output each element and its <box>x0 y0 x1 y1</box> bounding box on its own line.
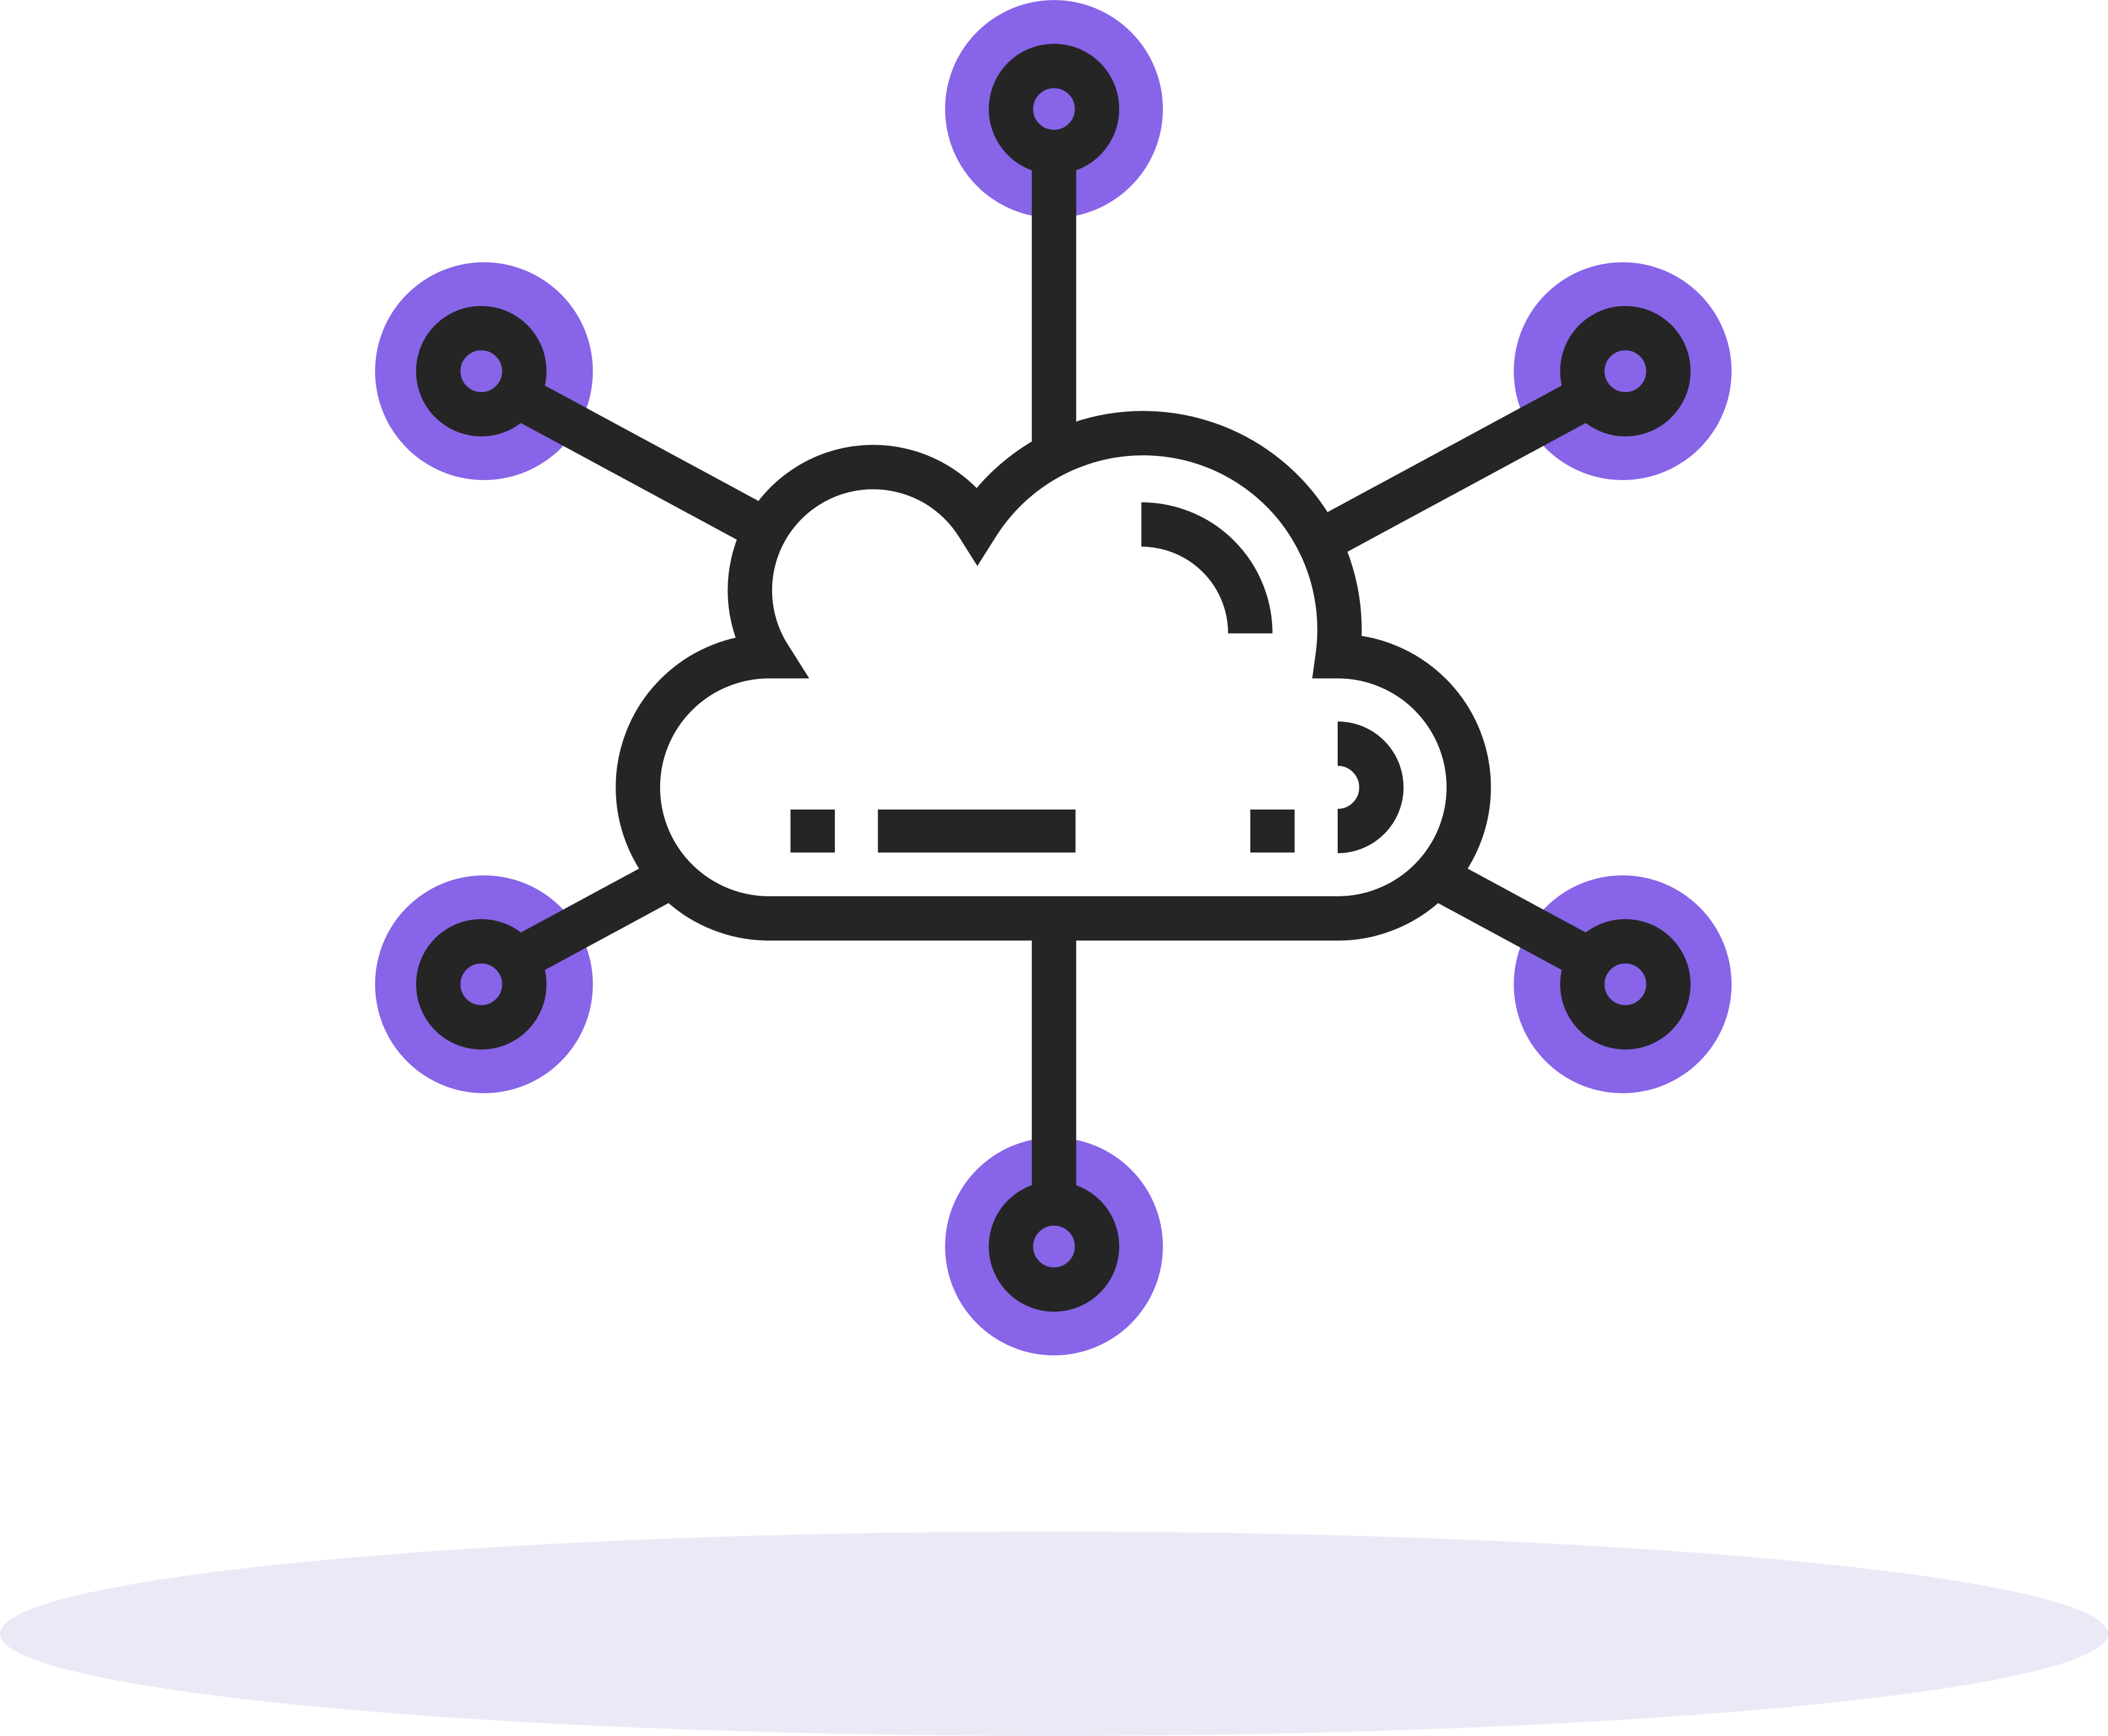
node-bottom-icon <box>988 1181 1120 1312</box>
node-upper-right-icon <box>1560 305 1691 437</box>
node-upper-left-icon <box>416 305 547 437</box>
node-lower-left-icon <box>416 919 547 1050</box>
connector-lower-left <box>508 858 679 979</box>
cloud-icon <box>616 411 1491 941</box>
dash-left-short <box>790 809 835 853</box>
node-lower-right-icon <box>1560 919 1691 1050</box>
node-top-icon <box>988 43 1120 175</box>
dash-right-short <box>1250 809 1295 853</box>
cloud-details <box>1141 502 1404 854</box>
cloud-dashes <box>790 809 1295 853</box>
node-rings <box>416 43 1691 1312</box>
cloud-highlight-arc <box>1141 502 1273 634</box>
connector-upper-right <box>1293 377 1598 570</box>
dash-middle-long <box>878 809 1076 853</box>
cloud-right-bump <box>1336 721 1404 854</box>
connector-lower-right <box>1427 858 1598 979</box>
ground-shadow <box>0 1531 2108 1736</box>
